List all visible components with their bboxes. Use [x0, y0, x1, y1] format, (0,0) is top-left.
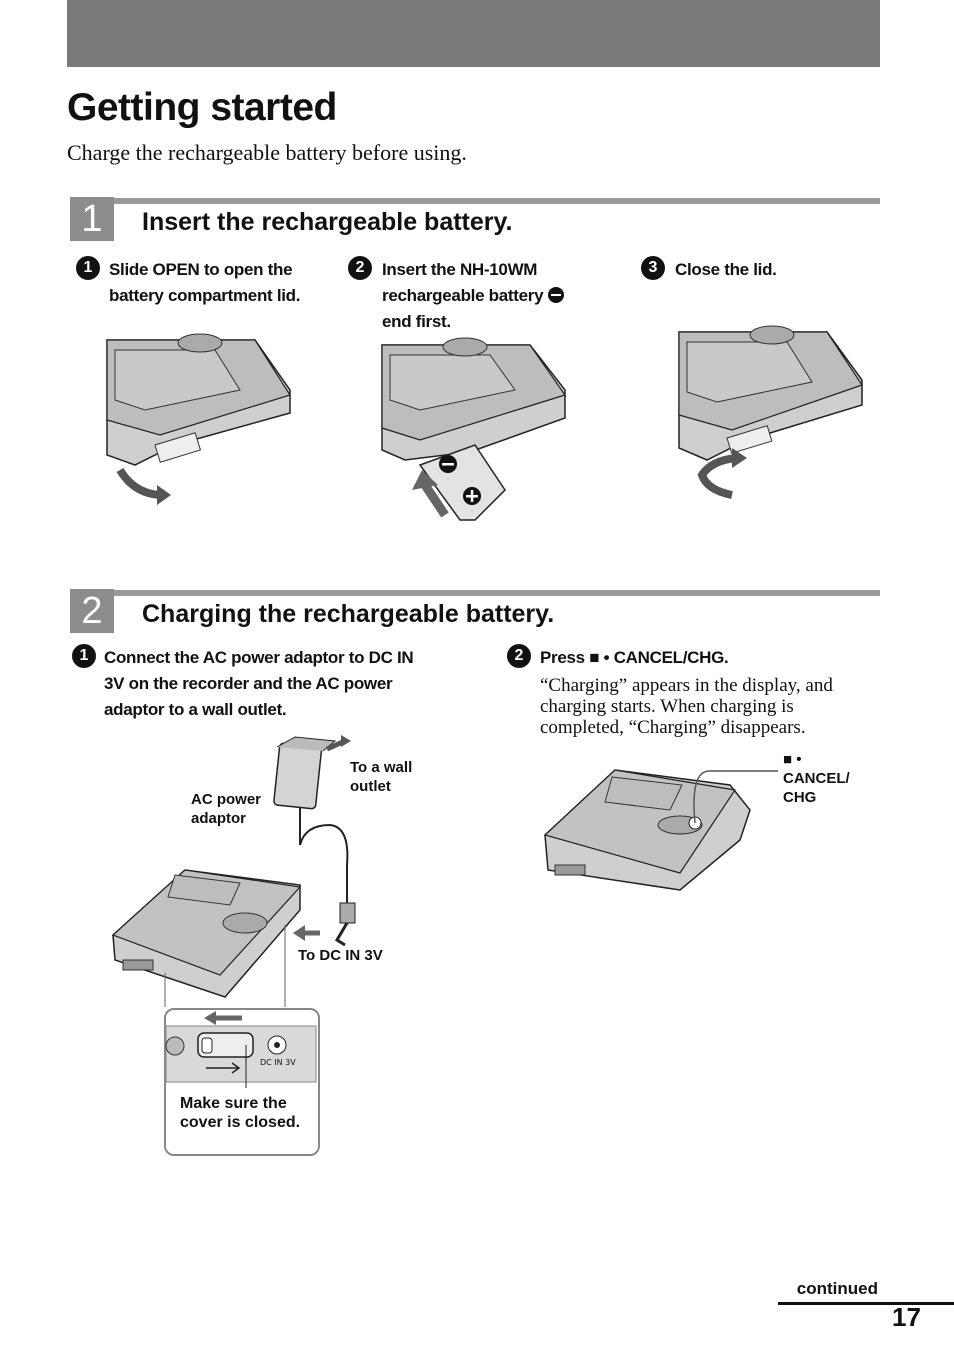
callout-ac-adaptor: AC power adaptor	[191, 791, 262, 827]
callout-dc-in: To DC IN 3V	[298, 947, 383, 964]
step2-sub2-description: “Charging” appears in the display, and c…	[540, 675, 833, 738]
callout-cancel-chg: ■ • CANCEL/ CHG	[783, 751, 850, 806]
cancel-chg-recorder-illustration	[543, 769, 778, 891]
step2-sub2-number: 2	[507, 644, 531, 668]
insert-battery-illustration	[381, 337, 566, 521]
page-subtitle: Charge the rechargeable battery before u…	[67, 140, 467, 165]
step2-title: Charging the rechargeable battery.	[142, 600, 555, 628]
step1-title: Insert the rechargeable battery.	[142, 208, 513, 236]
open-lid-illustration	[106, 333, 291, 505]
step2-number: 2	[70, 589, 114, 633]
minus-icon	[547, 287, 564, 303]
step1-rule	[114, 198, 880, 204]
step1-sub1-number: 1	[76, 256, 100, 280]
step2-sub2-press: Press ■ • CANCEL/CHG.	[540, 648, 729, 667]
callout-wall-outlet: To a wall outlet	[350, 759, 413, 795]
step2-sub1-number: 1	[72, 644, 96, 668]
step1-number: 1	[70, 197, 114, 241]
close-lid-illustration	[678, 325, 863, 499]
cover-detail-illustration	[165, 1011, 317, 1088]
step1-sub2-text: Insert the NH-10WM rechargeable battery …	[382, 257, 564, 335]
dc-in-jack-label: DC IN 3V	[260, 1058, 296, 1067]
continued-label: continued	[796, 1279, 878, 1298]
step1-sub3-text: Close the lid.	[675, 260, 777, 279]
footer-rule	[778, 1302, 954, 1305]
callout-cover-closed: Make sure the cover is closed.	[180, 1095, 301, 1131]
page-number: 17	[892, 1302, 921, 1332]
step1-sub1-text: Slide OPEN to open the battery compartme…	[109, 260, 301, 305]
ac-adaptor-illustration	[111, 735, 356, 1007]
step2-sub1-text: Connect the AC power adaptor to DC IN 3V…	[104, 648, 414, 719]
header-bar	[67, 0, 880, 67]
step1-sub3-number: 3	[641, 256, 665, 280]
page-title: Getting started	[67, 86, 337, 129]
step2-rule	[114, 590, 880, 596]
step1-sub2-number: 2	[348, 256, 372, 280]
